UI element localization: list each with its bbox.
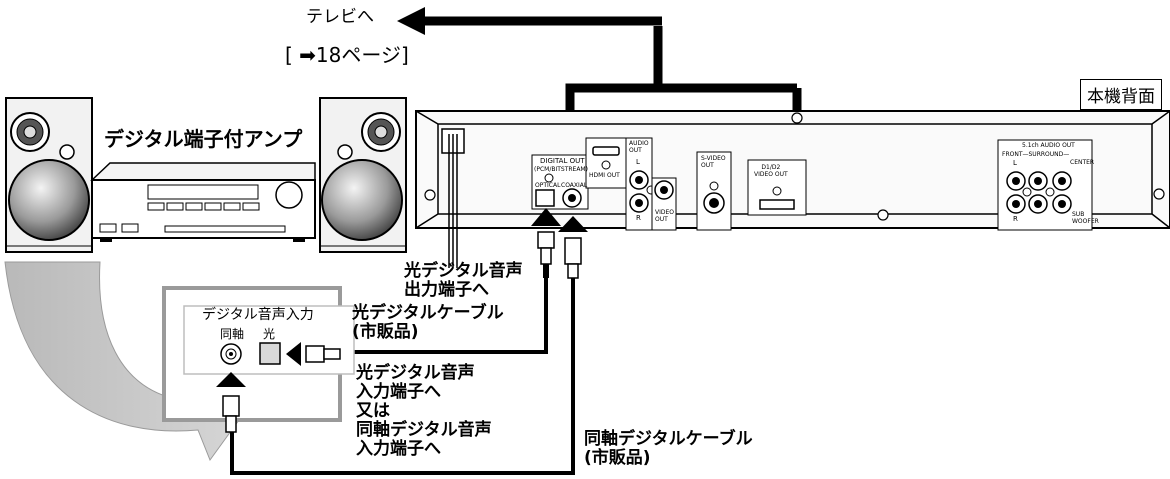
optical-cable-label: 光デジタルケーブル (市販品) xyxy=(352,303,504,343)
coax-plug-unit xyxy=(558,216,588,279)
front-surround-label: FRONT—SURROUND— xyxy=(1002,151,1070,158)
ch51-l-label: L xyxy=(1013,159,1017,167)
amp-label: デジタル端子付アンプ xyxy=(104,127,303,151)
page-reference: [ ➡18ページ] xyxy=(285,43,409,67)
tv-cable xyxy=(397,7,802,111)
s-video-out-label: S-VIDEO OUT xyxy=(701,155,726,169)
coax-cable-label: 同軸デジタルケーブル (市販品) xyxy=(584,429,753,469)
optical-port-label: OPTICAL xyxy=(535,182,561,189)
video-out-label: VIDEO OUT xyxy=(655,209,675,223)
to-tv-label: テレビへ xyxy=(306,7,374,27)
optical-plug-unit xyxy=(531,208,561,278)
coax-plug-amp xyxy=(216,372,246,433)
audio-r-label: R xyxy=(636,214,641,222)
amp-optical-label: 光 xyxy=(263,327,276,341)
amp-input-title: デジタル音声入力 xyxy=(202,307,314,323)
digital-out-sub-label: (PCM/BITSTREAM) xyxy=(534,166,588,173)
center-label: CENTER xyxy=(1070,159,1095,166)
amplifier-device xyxy=(90,162,316,242)
optical-plug-amp xyxy=(286,342,341,366)
ch51-audio-out-label: 5.1ch AUDIO OUT xyxy=(1022,142,1075,149)
audio-l-label: L xyxy=(636,158,640,166)
left-speaker xyxy=(5,97,93,253)
optical-cable xyxy=(340,278,548,354)
rear-panel xyxy=(415,110,1170,231)
right-speaker xyxy=(319,97,407,253)
optical-out-label: 光デジタル音声 出力端子へ xyxy=(404,261,523,301)
digital-out-label: DIGITAL OUT xyxy=(540,157,585,165)
d1d2-video-out-label: D1/D2 VIDEO OUT xyxy=(754,164,788,178)
power-cord xyxy=(448,134,458,268)
subwoofer-label: SUB WOOFER xyxy=(1072,211,1099,225)
audio-out-label: AUDIO OUT xyxy=(629,140,649,154)
amp-coax-label: 同軸 xyxy=(220,327,245,341)
coaxial-port-label: COAXIAL xyxy=(561,182,588,189)
hdmi-out-label: HDMI OUT xyxy=(589,172,620,179)
ch51-r-label: R xyxy=(1013,215,1018,223)
coax-cable xyxy=(230,278,575,475)
amp-input-label: 光デジタル音声 入力端子へ 又は 同軸デジタル音声 入力端子へ xyxy=(356,363,492,460)
amp-input-panel xyxy=(162,286,355,422)
rear-panel-label: 本機背面 xyxy=(1080,79,1162,110)
